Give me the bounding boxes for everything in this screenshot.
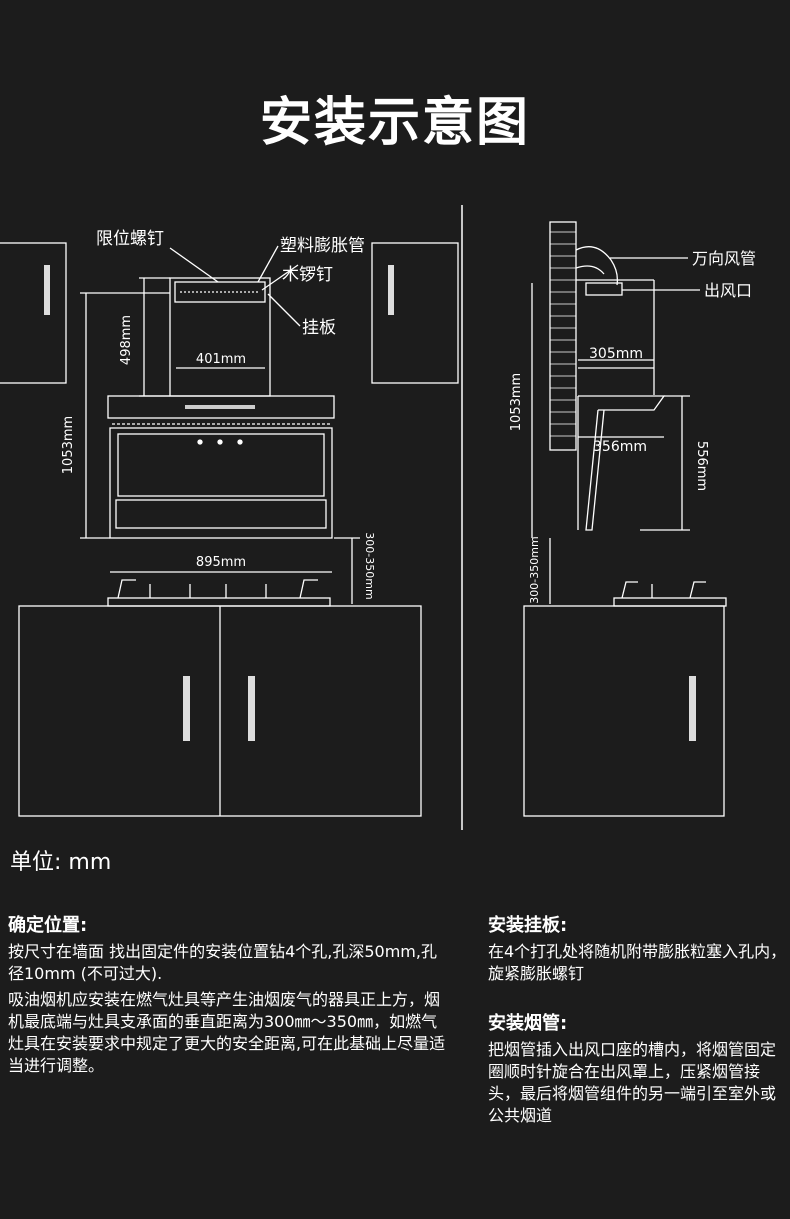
- screw-label: 限位螺钉: [96, 229, 164, 249]
- dim-1053-right: 1053mm: [509, 373, 524, 431]
- dim-498: 498mm: [119, 315, 134, 365]
- dim-401: 401mm: [196, 352, 246, 367]
- duct-label: 万向风管: [692, 249, 756, 268]
- flex-duct: [575, 246, 619, 286]
- position-section: 确定位置: 按尺寸在墙面 找出固定件的安装位置钻4个孔,孔深50mm,孔径10m…: [8, 915, 448, 1081]
- cooktop: [107, 597, 331, 607]
- duct-section: 安装烟管: 把烟管插入出风口座的槽内，将烟管固定圈顺时针旋合在出风罩上，压紧烟管…: [488, 1013, 788, 1131]
- position-text-1: 按尺寸在墙面 找出固定件的安装位置钻4个孔,孔深50mm,孔径10mm (不可过…: [8, 942, 437, 983]
- duct-heading: 安装烟管:: [488, 1013, 568, 1034]
- board-label: 挂板: [302, 318, 336, 338]
- hood-top: [107, 395, 335, 419]
- cabinet-handle: [689, 676, 696, 741]
- upper-cabinet-left: [0, 242, 67, 384]
- cabinet-handle: [388, 265, 394, 315]
- board-section: 安装挂板: 在4个打孔处将随机附带膨胀粒塞入孔内，旋紧膨胀螺钉: [488, 915, 788, 989]
- board-text: 在4个打孔处将随机附带膨胀粒塞入孔内，旋紧膨胀螺钉: [488, 942, 787, 983]
- installation-diagram: 限位螺钉 塑料膨胀管 木锣钉 挂板 498mm 401mm 1053mm 895…: [0, 205, 756, 830]
- position-text-2: 吸油烟机应安装在燃气灶具等产生油烟废气的器具正上方，烟机最底端与灶具支承面的垂直…: [8, 990, 446, 1075]
- dim-895: 895mm: [196, 555, 246, 570]
- dim-1053: 1053mm: [61, 416, 76, 474]
- left-diagram: [0, 242, 459, 817]
- cabinet-handle: [44, 265, 50, 315]
- right-diagram: [523, 221, 727, 817]
- dim-300-350: 300-350mm: [363, 532, 376, 599]
- board-heading: 安装挂板:: [488, 915, 568, 936]
- duct-text: 把烟管插入出风口座的槽内，将烟管固定圈顺时针旋合在出风罩上，压紧烟管接头，最后将…: [488, 1040, 777, 1125]
- hanging-board: [174, 281, 266, 303]
- brick-wall: [549, 221, 577, 451]
- upper-cabinet-right: [371, 242, 459, 384]
- dim-556: 556mm: [694, 441, 709, 491]
- outlet-label: 出风口: [704, 281, 752, 300]
- lower-cabinet-side: [523, 605, 725, 817]
- cabinet-handle: [248, 676, 255, 741]
- dim-300-350-right: 300-350mm: [528, 536, 541, 603]
- anchor-label: 塑料膨胀管: [280, 236, 365, 256]
- unit-label: 单位: mm: [10, 850, 112, 875]
- cabinet-handle: [183, 676, 190, 741]
- dim-356: 356mm: [593, 439, 647, 455]
- dim-305: 305mm: [589, 346, 643, 362]
- outlet-box: [585, 282, 623, 296]
- position-heading: 确定位置:: [8, 915, 88, 936]
- wood-screw-label: 木锣钉: [282, 265, 333, 285]
- hanging-frame: [169, 277, 271, 397]
- hood-body: [109, 427, 333, 539]
- page-title: 安装示意图: [259, 93, 530, 153]
